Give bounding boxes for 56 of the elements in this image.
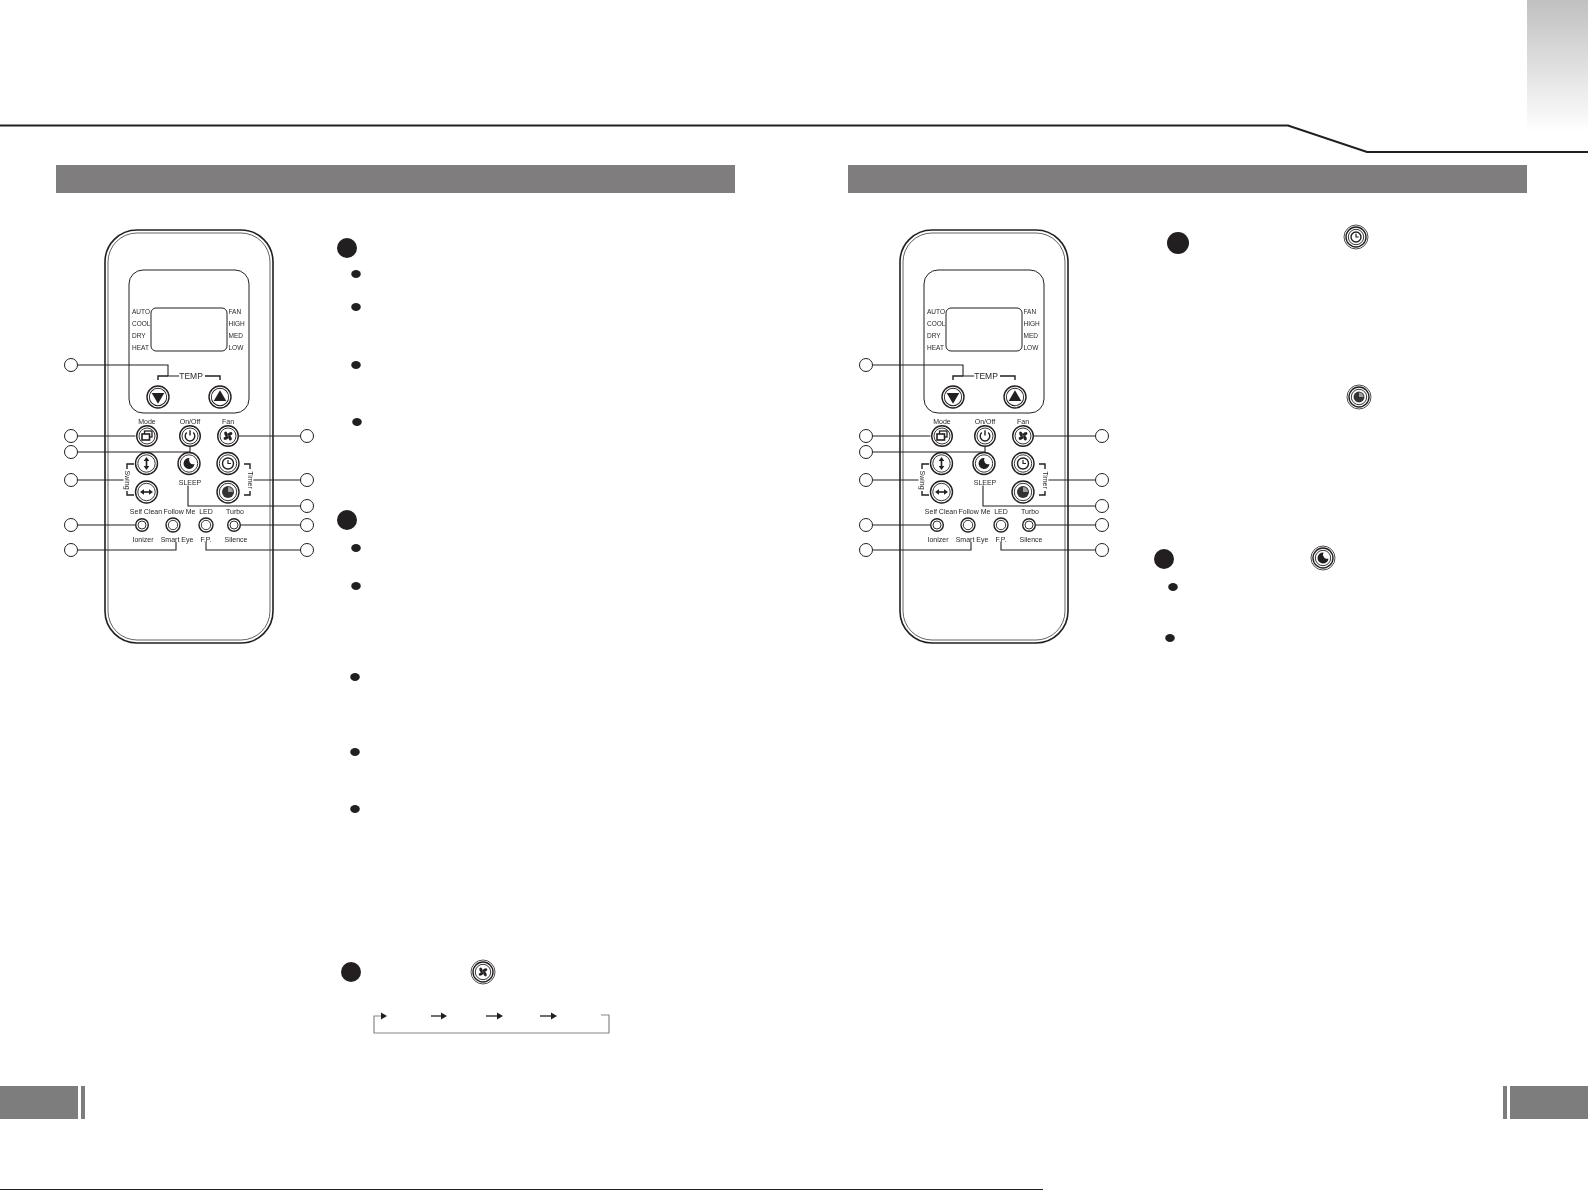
callout-circle [1095, 473, 1109, 487]
round-button-icon [1022, 518, 1036, 532]
leader-line [1035, 524, 1096, 526]
leader-line [872, 541, 972, 551]
callout-circle [64, 518, 78, 532]
callout-circle [1095, 499, 1109, 513]
callout-circle [300, 543, 314, 557]
callout-circle [64, 429, 78, 443]
leader-line [77, 435, 137, 437]
round-button-icon [135, 518, 149, 532]
leader-line [872, 524, 931, 526]
power-button-icon [974, 425, 996, 447]
callout-circle [1095, 543, 1109, 557]
callout-circle [859, 358, 873, 372]
callout-circle [64, 445, 78, 459]
fan-button-icon [217, 425, 239, 447]
leader-line [77, 541, 177, 551]
round-button-icon [930, 518, 944, 532]
leader-line [238, 435, 301, 437]
fan-button-icon [1012, 425, 1034, 447]
callout-circle [64, 358, 78, 372]
power-button-icon [179, 425, 201, 447]
leader-line [77, 479, 125, 481]
leader-line [1033, 435, 1096, 437]
leader-line [77, 446, 191, 453]
callout-circle [300, 429, 314, 443]
callout-circle [859, 518, 873, 532]
leader-line [205, 541, 301, 551]
leader-line [872, 446, 986, 453]
callout-circle [859, 473, 873, 487]
leader-line [252, 479, 301, 481]
callout-circle [300, 518, 314, 532]
callout-circle [859, 543, 873, 557]
bracket-label: TEMP [974, 371, 998, 381]
callout-circle [1095, 518, 1109, 532]
leader-line [1000, 541, 1096, 551]
leader-line [187, 484, 301, 507]
callout-circle [300, 473, 314, 487]
callout-circle [64, 543, 78, 557]
leader-line [1047, 479, 1096, 481]
leader-line [872, 479, 920, 481]
callout-circle [1095, 429, 1109, 443]
callout-circle [859, 429, 873, 443]
leader-line [872, 435, 932, 437]
leader-line [77, 524, 136, 526]
leader-line [240, 524, 301, 526]
callout-circle [64, 473, 78, 487]
leader-line [982, 484, 1096, 507]
callout-circle [300, 499, 314, 513]
mode-button-icon [135, 425, 158, 447]
leader-line [77, 364, 180, 377]
mode-button-icon [930, 425, 953, 447]
callout-circle [859, 445, 873, 459]
leader-line [872, 364, 975, 377]
bracket-label: TEMP [179, 371, 203, 381]
round-button-icon [227, 518, 241, 532]
